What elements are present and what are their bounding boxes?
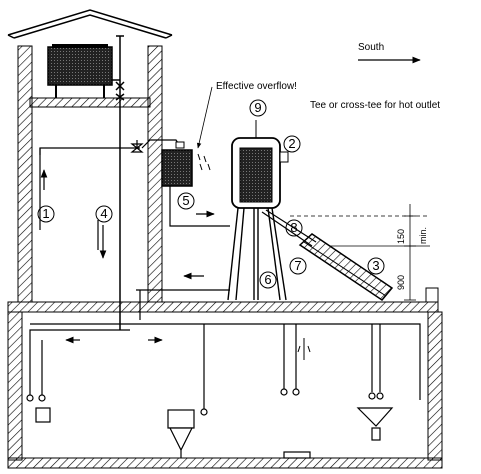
header-to-heater-pipe (169, 186, 230, 227)
header-tank (141, 139, 193, 187)
solar-collector (298, 233, 394, 301)
callout-7: 7 (289, 257, 307, 275)
dim-min: min. (418, 227, 428, 244)
callout-4: 4 (95, 205, 113, 223)
funnel-right (356, 392, 394, 441)
storage-heater (231, 120, 289, 209)
taps-center (280, 388, 300, 396)
heater-stand (227, 207, 287, 301)
callout-4-text: 4 (100, 206, 107, 221)
tee-label: Tee or cross-tee for hot outlet (310, 100, 440, 111)
callout-2-text: 2 (288, 136, 295, 151)
dim-900: 900 (396, 275, 406, 290)
distribution-pipes (29, 289, 421, 410)
callout-2: 2 (283, 135, 301, 153)
callout-8-text: 8 (290, 220, 297, 235)
callout-1-text: 1 (42, 206, 49, 221)
dimension-lines (290, 204, 430, 301)
south-label: South (358, 42, 384, 53)
callout-7-text: 7 (294, 258, 301, 273)
callout-3-text: 3 (372, 258, 379, 273)
basement-walls (7, 287, 443, 469)
overflow-leader (196, 86, 213, 149)
sink-center (167, 408, 208, 458)
cold-water-tank (47, 44, 113, 98)
callout-6: 6 (259, 271, 277, 289)
callout-3: 3 (367, 257, 385, 275)
callout-1: 1 (37, 205, 55, 223)
washbasin-left (26, 394, 51, 423)
gate-valve (130, 140, 144, 153)
callout-9: 9 (249, 99, 267, 117)
circuit-lines (39, 147, 140, 250)
supply-pipe (112, 35, 125, 330)
callout-5: 5 (177, 192, 195, 210)
overflow-label: Effective overflow! (216, 81, 297, 92)
callout-6-text: 6 (264, 272, 271, 287)
floor-slab (7, 301, 439, 313)
collector-pipes (261, 209, 317, 247)
shower-head (297, 338, 311, 360)
overflow-drops (197, 153, 211, 171)
callout-9-text: 9 (254, 100, 261, 115)
callout-5-text: 5 (182, 193, 189, 208)
basement-flow-arrows (65, 272, 204, 344)
dim-150: 150 (396, 229, 406, 244)
floor-drain (283, 451, 311, 459)
roof (7, 9, 173, 39)
callout-8: 8 (285, 219, 303, 237)
